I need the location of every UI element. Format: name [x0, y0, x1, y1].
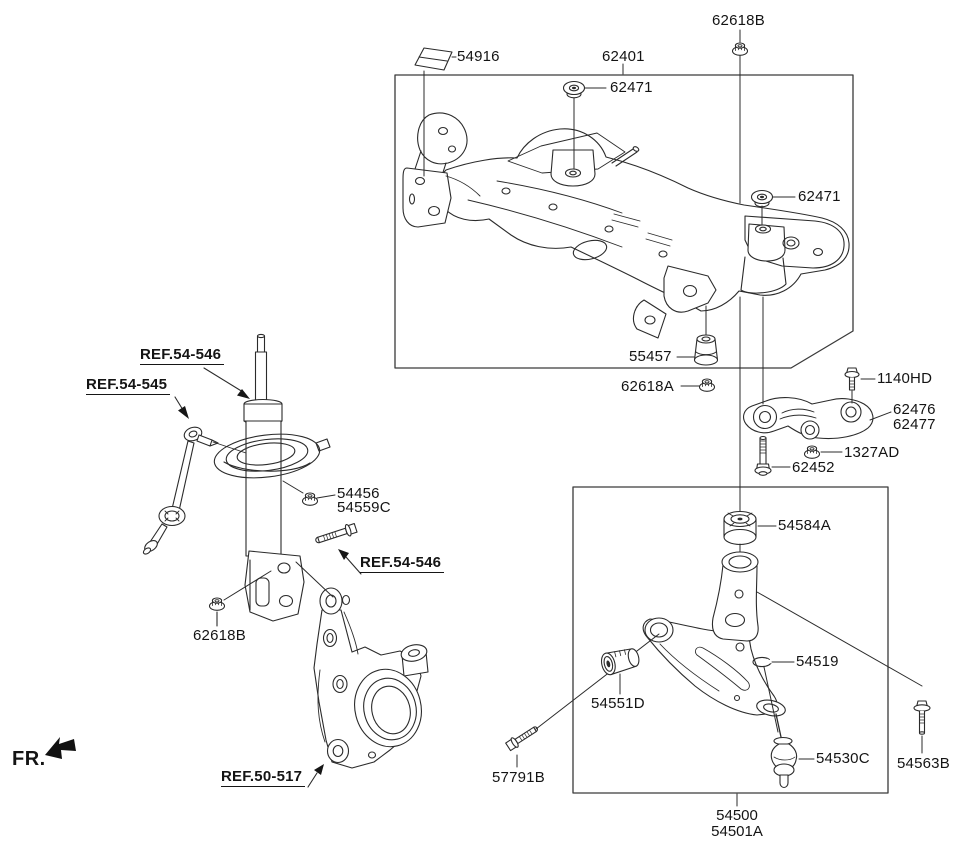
pad-54916-icon — [414, 47, 453, 71]
ref-label-strut-top: REF.54-546 — [140, 347, 225, 365]
crossmember-drawing — [402, 112, 850, 339]
bushing-54551D-icon — [600, 648, 640, 676]
snap-ring-54519-icon — [752, 656, 774, 668]
control-arm-drawing — [642, 551, 786, 717]
bolt-62452-icon — [754, 435, 772, 476]
part-label-54530C: 54530C — [816, 750, 870, 767]
bolt-1140HD-icon — [844, 367, 860, 391]
part-label-62618B-top: 62618B — [712, 12, 765, 29]
ref-leader-lines — [174, 367, 362, 788]
part-label-1140HD: 1140HD — [877, 370, 933, 387]
crossmember-detail-box — [394, 74, 854, 369]
part-label-62618A: 62618A — [621, 378, 674, 395]
part-label-62477: 62477 — [893, 416, 936, 433]
bolt-57791B-icon — [505, 726, 539, 752]
part-label-55457: 55457 — [629, 348, 672, 365]
part-label-54916: 54916 — [457, 48, 500, 65]
nut-62618B-left-icon — [208, 597, 226, 611]
part-label-62618B-left: 62618B — [193, 627, 246, 644]
part-label-54559C: 54559C — [337, 499, 391, 516]
part-label-62401: 62401 — [602, 48, 645, 65]
part-label-54519: 54519 — [796, 653, 839, 670]
part-label-62476: 62476 — [893, 401, 936, 418]
part-label-62471-right: 62471 — [798, 188, 841, 205]
insulator-62471-top-icon — [562, 80, 586, 99]
fr-arrow-icon — [45, 737, 76, 759]
front-direction-label: FR. — [12, 748, 46, 770]
knuckle-drawing — [313, 587, 429, 769]
strut-drawing — [213, 333, 331, 622]
nut-54456-icon — [301, 492, 319, 506]
part-label-54584A: 54584A — [778, 517, 831, 534]
stabilizer-link-drawing — [142, 426, 247, 555]
part-label-62452: 62452 — [792, 459, 835, 476]
leader-57791B — [535, 633, 660, 730]
assembly-lines — [223, 561, 334, 601]
nut-62618B-top-icon — [731, 42, 749, 56]
bushing-55457-icon — [693, 334, 719, 366]
part-label-54500: 54500 — [716, 807, 758, 824]
part-label-62471-top: 62471 — [610, 79, 653, 96]
part-label-54501A: 54501A — [711, 822, 763, 840]
ref-label-strut-bottom: REF.54-546 — [360, 555, 445, 573]
bushing-54584A-icon — [723, 510, 757, 546]
nut-1327AD-icon — [803, 445, 821, 459]
part-label-54456: 54456 — [337, 485, 380, 502]
ref-label-stabilizer-bar: REF.54-545 — [86, 377, 171, 395]
ball-joint-54530C-icon — [770, 713, 798, 789]
nut-62618A-icon — [698, 378, 716, 392]
ref-label-axle: REF.50-517 — [221, 769, 306, 787]
part-label-57791B: 57791B — [492, 769, 545, 786]
part-label-54500-group: 54500 54501A — [711, 808, 763, 840]
bolt-strut-knuckle-icon — [315, 523, 358, 544]
part-label-54551D: 54551D — [591, 695, 645, 712]
insulator-62471-right-icon — [750, 189, 774, 208]
stay-bracket-drawing — [743, 397, 874, 440]
lower-arm-detail-box — [572, 486, 889, 794]
leader-lines — [282, 29, 923, 807]
part-label-54563B: 54563B — [897, 755, 950, 772]
bolt-54563B-icon — [913, 700, 931, 735]
part-label-1327AD: 1327AD — [844, 444, 900, 461]
